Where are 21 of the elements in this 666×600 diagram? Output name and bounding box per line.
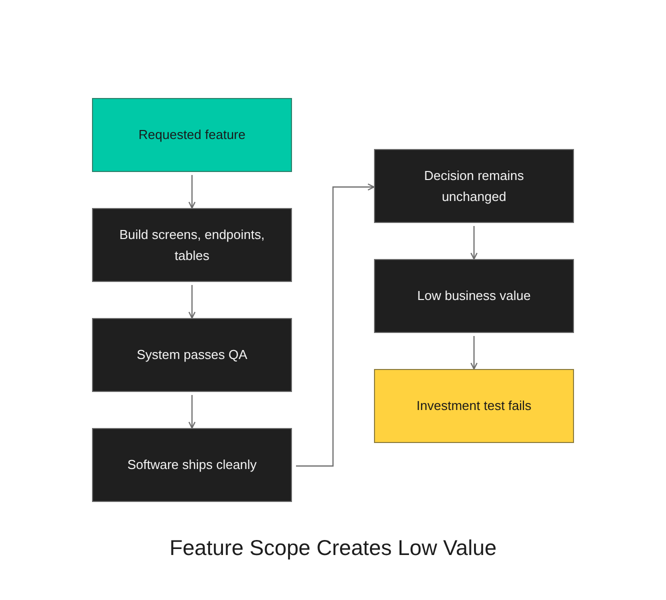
- arrow: [188, 285, 196, 319]
- arrow: [470, 226, 478, 260]
- start-box: [92, 98, 292, 172]
- result-box: [374, 369, 574, 443]
- process-box: [92, 428, 292, 502]
- node-label: Software ships cleanly: [127, 456, 257, 474]
- process-box: [92, 318, 292, 392]
- arrow: [188, 395, 196, 429]
- node-label: Build screens, endpoints, tables: [118, 226, 266, 265]
- arrow: [470, 336, 478, 370]
- node-label: Investment test fails: [416, 397, 532, 416]
- process-box: [374, 149, 574, 223]
- process-box: [374, 259, 574, 333]
- node-label: Decision remains unchanged: [423, 166, 525, 206]
- arrow: [188, 175, 196, 209]
- node-label: Requested feature: [138, 126, 246, 144]
- arrow: [296, 183, 375, 467]
- diagram-title: Feature Scope Creates Low Value: [169, 536, 497, 561]
- process-box: [92, 208, 292, 282]
- node-label: Low business value: [417, 287, 531, 306]
- node-label: System passes QA: [136, 346, 248, 364]
